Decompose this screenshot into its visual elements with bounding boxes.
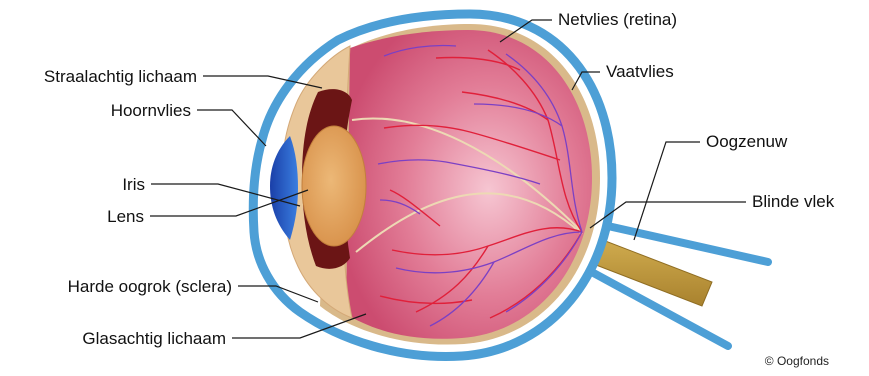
label-optic-nerve: Oogzenuw bbox=[706, 132, 788, 151]
label-ciliary-body: Straalachtig lichaam bbox=[44, 67, 197, 86]
label-blind-spot: Blinde vlek bbox=[752, 192, 835, 211]
copyright-text: © Oogfonds bbox=[765, 354, 829, 368]
label-cornea: Hoornvlies bbox=[111, 101, 191, 120]
label-vitreous: Glasachtig lichaam bbox=[82, 329, 226, 348]
label-sclera: Harde oogrok (sclera) bbox=[68, 277, 232, 296]
lens bbox=[302, 126, 366, 246]
label-iris: Iris bbox=[122, 175, 145, 194]
label-choroid: Vaatvlies bbox=[606, 62, 674, 81]
label-lens: Lens bbox=[107, 207, 144, 226]
label-retina: Netvlies (retina) bbox=[558, 10, 677, 29]
